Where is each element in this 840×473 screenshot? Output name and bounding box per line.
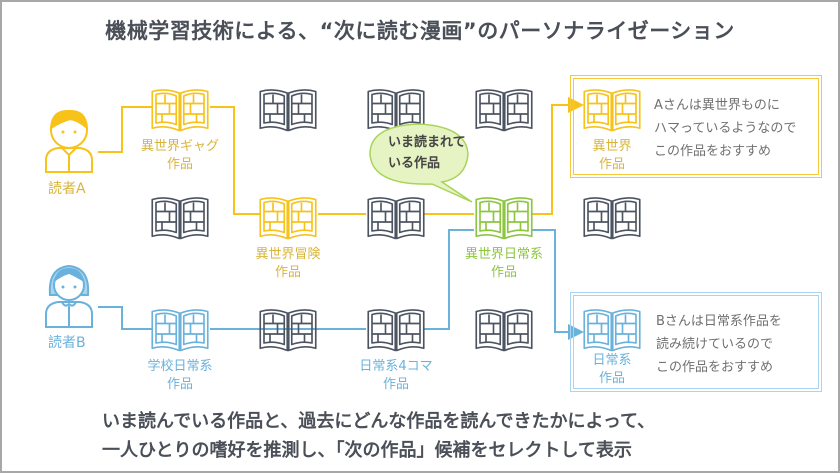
- book-icon-daily-4koma[interactable]: [367, 309, 425, 352]
- book-label-daily-4koma: 日常系4コマ 作品: [356, 358, 436, 394]
- book-label-line: 学校日常系: [147, 359, 213, 374]
- book-icon[interactable]: [151, 197, 209, 240]
- recommendation-line: この作品をおすすめ: [656, 360, 774, 375]
- recommendation-a-text: Aさんは異世界ものに ハマっているようなので この作品をおすすめ: [654, 94, 796, 163]
- reader-b-label: 読者B: [48, 335, 86, 351]
- book-label-line: 異世界日常系: [464, 247, 543, 262]
- recommendation-line: 読み続けているので: [656, 337, 774, 352]
- speech-bubble: [369, 123, 473, 203]
- book-label-line: 作品: [382, 377, 409, 392]
- girl-avatar-icon: [45, 264, 93, 328]
- bubble-line: いる作品: [388, 156, 441, 171]
- slide-title: 機械学習技術による、“次に読む漫画”のパーソナライゼーション: [105, 19, 735, 43]
- book-icon[interactable]: [475, 89, 533, 132]
- book-label-isekai-gag: 異世界ギャグ 作品: [140, 138, 220, 174]
- footer-line: 一人ひとりの嗜好を推測し、「次の作品」候補をセレクトして表示: [102, 440, 632, 461]
- book-icon-isekai-adventure[interactable]: [259, 197, 317, 240]
- recommendation-card-a[interactable]: [570, 75, 822, 178]
- book-icon-isekai-gag[interactable]: [151, 89, 209, 132]
- footer-caption: いま読んでいる作品と、過去にどんな作品を読んできたかによって、 一人ひとりの嗜好…: [102, 407, 655, 465]
- book-label-line: 作品: [598, 157, 625, 172]
- recommendation-b-book-label: 日常系 作品: [572, 352, 652, 388]
- book-label-line: 異世界ギャグ: [140, 139, 219, 154]
- book-label-line: 異世界: [592, 139, 632, 154]
- book-label-line: 作品: [166, 157, 193, 172]
- recommendation-line: この作品をおすすめ: [654, 144, 772, 159]
- speech-bubble-text: いま読まれて いる作品: [388, 132, 466, 174]
- reader-a-path: [98, 105, 580, 215]
- book-icon[interactable]: [259, 89, 317, 132]
- recommendation-a-book-label: 異世界 作品: [572, 138, 652, 174]
- book-icon-school-daily[interactable]: [151, 309, 209, 352]
- book-label-current: 異世界日常系 作品: [459, 246, 549, 282]
- recommendation-card-b[interactable]: [570, 292, 822, 392]
- book-label-line: 日常系: [592, 353, 632, 368]
- book-icon[interactable]: [367, 197, 425, 240]
- boy-avatar-icon: [45, 109, 93, 173]
- book-icon[interactable]: [583, 197, 641, 240]
- book-icon[interactable]: [475, 309, 533, 352]
- recommendation-line: ハマっているようなので: [654, 121, 797, 136]
- recommendation-b-text: Bさんは日常系作品を 読み続けているので この作品をおすすめ: [656, 310, 782, 379]
- book-label-line: 作品: [274, 265, 301, 280]
- reader-a-label: 読者A: [48, 181, 86, 197]
- bubble-line: いま読まれて: [388, 135, 466, 150]
- book-label-line: 作品: [598, 371, 625, 386]
- book-label-isekai-adventure: 異世界冒険 作品: [248, 246, 328, 282]
- book-label-line: 日常系4コマ: [359, 359, 433, 374]
- book-icon-current[interactable]: [475, 197, 533, 240]
- recommendation-line: Aさんは異世界ものに: [654, 98, 780, 113]
- recommendation-line: Bさんは日常系作品を: [656, 314, 782, 329]
- book-label-line: 作品: [490, 265, 517, 280]
- book-icon[interactable]: [259, 309, 317, 352]
- footer-line: いま読んでいる作品と、過去にどんな作品を読んできたかによって、: [102, 411, 656, 432]
- book-label-line: 異世界冒険: [255, 247, 321, 262]
- book-label-school-daily: 学校日常系 作品: [140, 358, 220, 394]
- book-label-line: 作品: [166, 377, 193, 392]
